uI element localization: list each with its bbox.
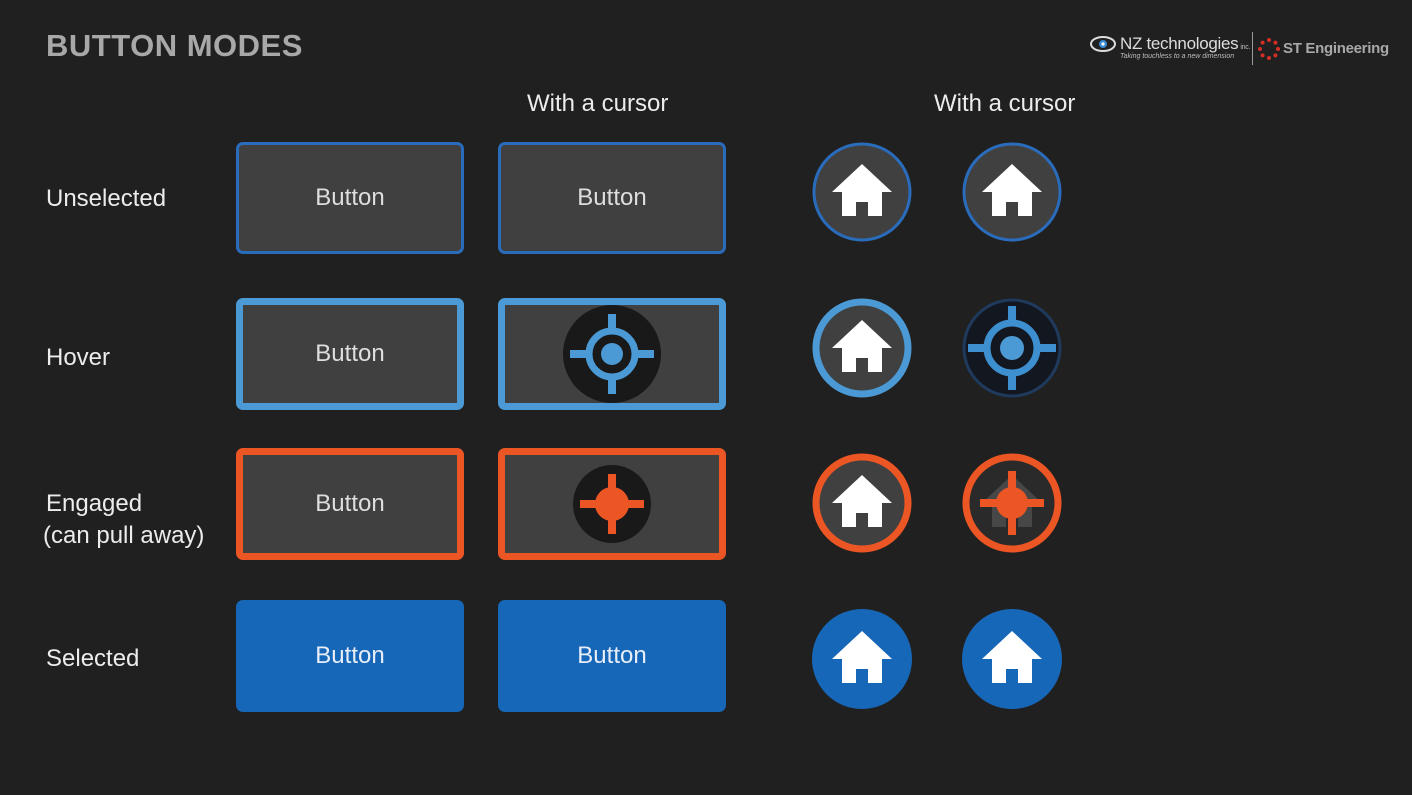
column-heading-rect-cursor: With a cursor	[527, 90, 669, 117]
crosshair-cursor-icon	[563, 305, 661, 403]
row-label-hover: Hover	[46, 344, 111, 371]
home-icon	[982, 164, 1042, 216]
home-icon	[832, 320, 892, 372]
st-logo-text: ST Engineering	[1283, 40, 1389, 57]
crosshair-cursor-icon	[980, 471, 1044, 535]
unselected-home-button[interactable]	[812, 142, 912, 242]
engaged-button[interactable]: Button	[236, 448, 464, 560]
selected-home-button[interactable]	[812, 609, 912, 709]
hover-home-button[interactable]	[812, 298, 912, 398]
selected-button-with-cursor[interactable]: Button	[498, 600, 726, 712]
home-icon	[982, 631, 1042, 683]
hover-button[interactable]: Button	[236, 298, 464, 410]
unselected-home-button-with-cursor[interactable]	[962, 142, 1062, 242]
unselected-button[interactable]: Button	[236, 142, 464, 254]
hover-button-with-cursor[interactable]: Button	[498, 298, 726, 410]
selected-button[interactable]: Button	[236, 600, 464, 712]
home-icon	[832, 631, 892, 683]
hover-home-button-with-cursor[interactable]	[962, 298, 1062, 398]
row-label-engaged: Engaged (can pull away)	[43, 488, 205, 552]
unselected-button-with-cursor[interactable]: Button	[498, 142, 726, 254]
page-title: BUTTON MODES	[46, 28, 303, 63]
home-icon	[832, 164, 892, 216]
engaged-home-button[interactable]	[812, 453, 912, 553]
button-label: Button	[315, 490, 385, 517]
selected-home-button-with-cursor[interactable]	[962, 609, 1062, 709]
column-heading-circle-cursor: With a cursor	[934, 90, 1076, 117]
crosshair-cursor-icon	[968, 306, 1056, 390]
button-label: Button	[315, 642, 385, 669]
button-label: Button	[315, 340, 385, 367]
engaged-button-with-cursor[interactable]: Button	[498, 448, 726, 560]
row-label-unselected: Unselected	[46, 185, 167, 212]
nz-eye-logo-icon	[1090, 36, 1116, 52]
row-label-engaged-line1: Engaged	[46, 490, 143, 517]
home-icon	[832, 475, 892, 527]
button-label: Button	[577, 184, 647, 211]
row-label-selected: Selected	[46, 645, 140, 672]
logo-divider	[1252, 32, 1253, 65]
nz-logo-tagline: Taking touchless to a new dimension	[1120, 53, 1235, 60]
st-engineering-logo-icon	[1258, 38, 1280, 60]
button-label: Button	[315, 184, 385, 211]
engaged-home-button-with-cursor[interactable]	[962, 453, 1062, 553]
row-label-engaged-line2: (can pull away)	[43, 522, 205, 549]
button-label: Button	[577, 642, 647, 669]
crosshair-cursor-icon	[573, 465, 651, 543]
